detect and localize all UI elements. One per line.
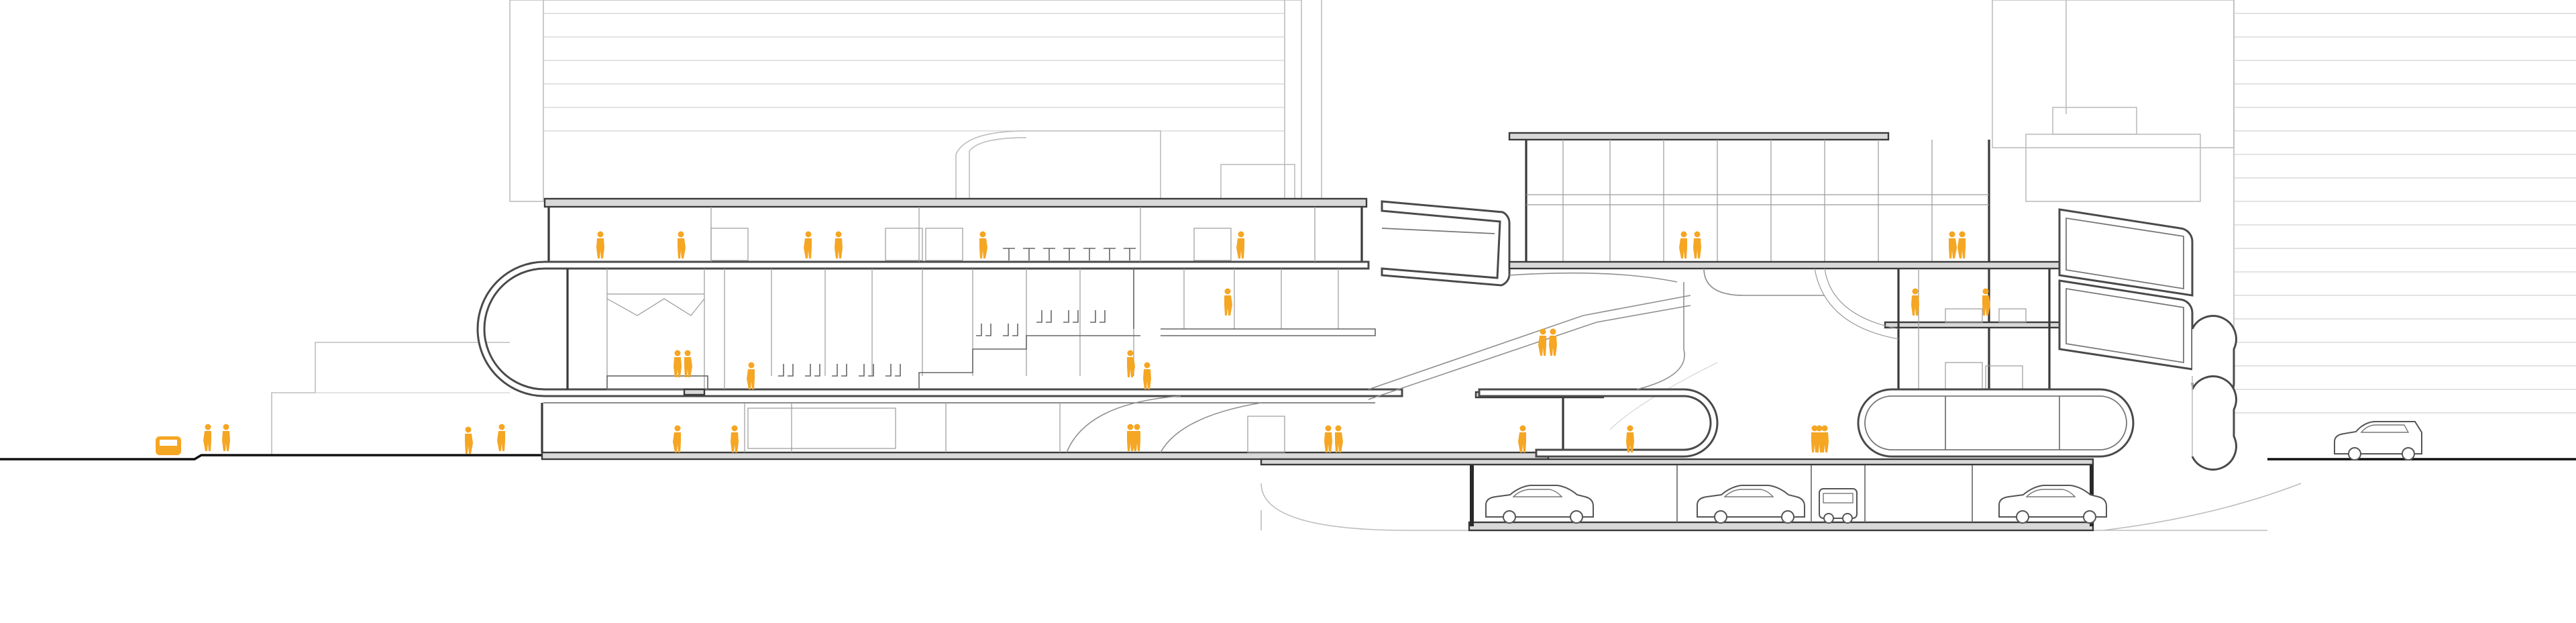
person-figure bbox=[1626, 425, 1634, 452]
context-buildings bbox=[271, 0, 2576, 531]
person-figure bbox=[673, 425, 681, 452]
person-figure bbox=[1538, 328, 1546, 356]
person-figure bbox=[497, 424, 505, 451]
person-figure bbox=[1821, 425, 1829, 452]
person-figure bbox=[1957, 231, 1966, 258]
person-figure bbox=[1236, 231, 1244, 258]
person-figure bbox=[1324, 425, 1332, 452]
person-figure bbox=[1518, 425, 1526, 452]
street-car-right bbox=[2334, 421, 2422, 461]
person-figure bbox=[1549, 328, 1557, 356]
left-volume bbox=[476, 197, 1691, 461]
right-stacked-tubes bbox=[2058, 208, 2237, 471]
person-figure bbox=[684, 350, 692, 377]
person-figure bbox=[731, 425, 739, 452]
person-figure bbox=[1335, 425, 1343, 452]
person-figure bbox=[835, 231, 843, 258]
person-figure bbox=[1815, 425, 1823, 452]
person-figure bbox=[1143, 362, 1151, 389]
connecting-ramps bbox=[1509, 268, 1825, 390]
person-figure bbox=[1693, 231, 1701, 258]
person-figure bbox=[1679, 231, 1687, 258]
basement-cars bbox=[1485, 485, 2107, 524]
left-balcony-tube bbox=[1381, 200, 1511, 287]
person-figure bbox=[465, 426, 473, 454]
car-4 bbox=[1998, 485, 2107, 524]
person-figure bbox=[222, 424, 230, 451]
person-figure bbox=[1982, 288, 1990, 316]
car-1 bbox=[1485, 485, 1594, 524]
person-figure bbox=[1224, 288, 1232, 316]
person-figure bbox=[979, 231, 987, 258]
person-figure bbox=[1127, 350, 1135, 377]
person-figure bbox=[804, 231, 812, 258]
street-car-left bbox=[156, 436, 181, 455]
person-figure bbox=[203, 424, 211, 451]
person-figure bbox=[747, 362, 755, 389]
person-figure bbox=[596, 231, 604, 258]
car-2 bbox=[1697, 485, 1805, 524]
person-figure bbox=[678, 231, 686, 258]
lower-tube bbox=[1478, 388, 2135, 458]
person-figure bbox=[1911, 288, 1919, 316]
person-figure bbox=[674, 350, 682, 377]
street-cars bbox=[156, 421, 2422, 461]
people-figures bbox=[203, 231, 1990, 454]
person-figure bbox=[1949, 231, 1957, 258]
right-volume bbox=[683, 132, 2094, 532]
car-3 bbox=[1819, 488, 1858, 524]
person-figure bbox=[1132, 424, 1140, 451]
